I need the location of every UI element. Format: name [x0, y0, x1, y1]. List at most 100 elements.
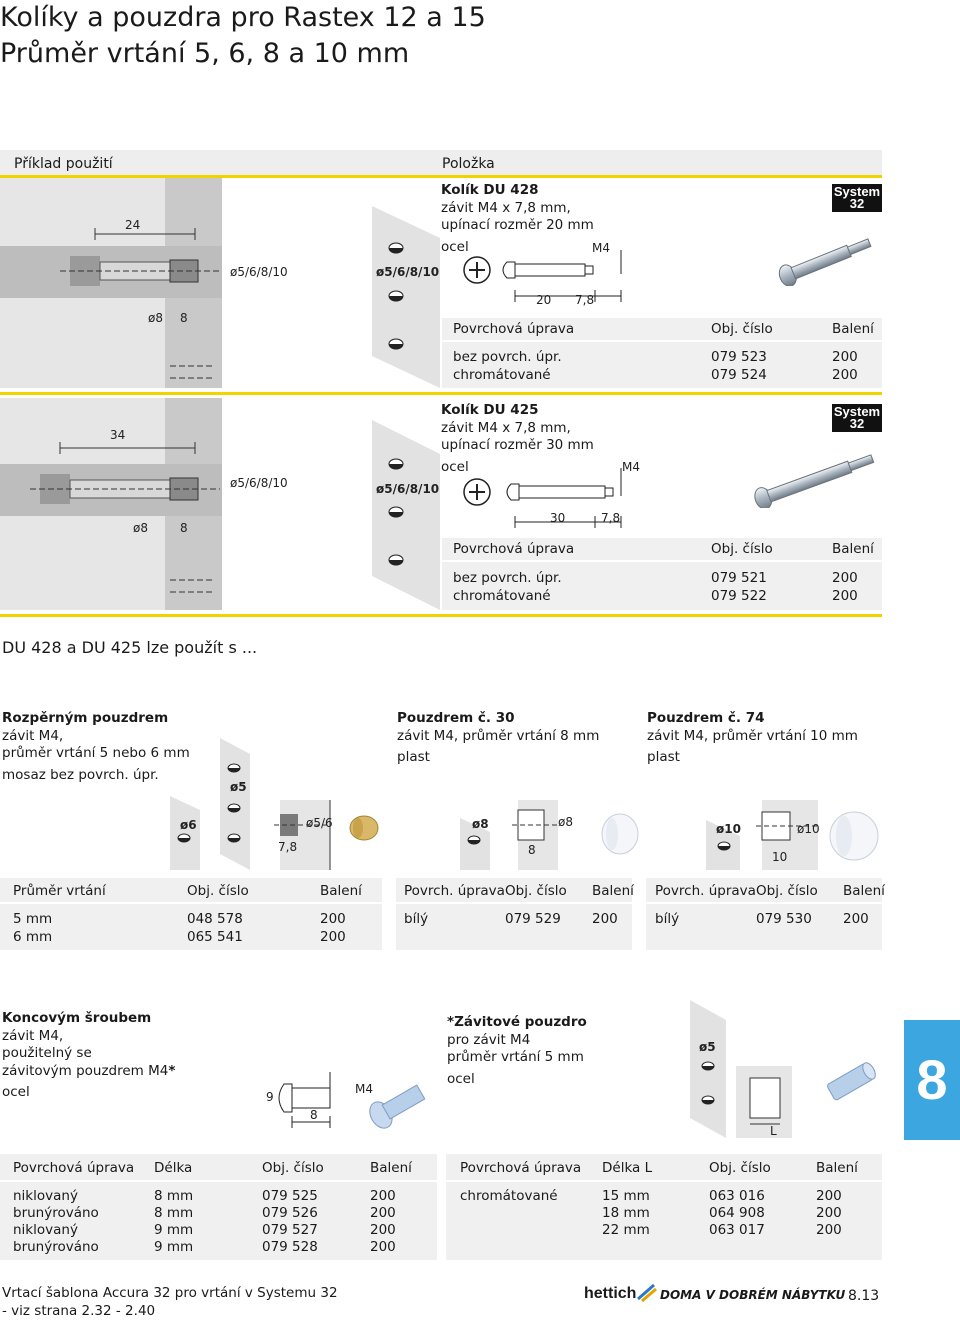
- spread-sleeve-text: Rozpěrným pouzdrem závit M4, průměr vrtá…: [2, 710, 190, 784]
- sleeve74-drawing: [706, 800, 879, 870]
- end-screw-desc2: použitelný se: [2, 1045, 92, 1061]
- table-cell: 200: [370, 1188, 396, 1204]
- du428-dim-m4: M4: [592, 241, 610, 255]
- du425-dim-dia-bold: ø5/6/8/10: [376, 482, 440, 496]
- footer-slogan: DOMA V DOBRÉM NÁBYTKU: [660, 1288, 846, 1302]
- table-cell: 048 578: [187, 911, 243, 927]
- table-cell: 5 mm: [13, 911, 53, 927]
- end-screw-star: *: [168, 1062, 176, 1079]
- sleeve74-material: plast: [647, 749, 680, 765]
- du428-photo: [778, 238, 872, 286]
- sleeve30-drawing: [460, 800, 639, 870]
- table-cell: 9 mm: [154, 1222, 194, 1238]
- end-screw-table: Povrchová úprava Délka Obj. číslo Balení…: [0, 1154, 437, 1260]
- du428-dim-d8: ø8: [148, 311, 163, 325]
- du428-material: ocel: [441, 238, 469, 255]
- footer-note: Vrtací šablona Accura 32 pro vrtání v Sy…: [2, 1285, 338, 1320]
- spread-dim-d6: ø6: [180, 818, 197, 832]
- hettich-logo-mark: [637, 1283, 657, 1303]
- thread-sleeve-table: Povrchová úprava Délka L Obj. číslo Bale…: [446, 1154, 882, 1260]
- sleeve74-text: Pouzdrem č. 74 závit M4, průměr vrtání 1…: [647, 710, 858, 767]
- table-cell: 079 530: [756, 911, 812, 927]
- thread-sleeve-drawing: [690, 1000, 876, 1138]
- du425-name: Kolík DU 425: [441, 402, 539, 418]
- sleeve74-table: Povrch. úprava Obj. číslo Balení bílý 07…: [646, 878, 885, 950]
- du428-dim-length: 20: [536, 293, 552, 307]
- sleeve30-desc: závit M4, průměr vrtání 8 mm: [397, 727, 600, 744]
- du425-dim-dia: ø5/6/8/10: [230, 476, 288, 490]
- table-cell: 063 016: [709, 1188, 765, 1204]
- example-label: Příklad použití: [14, 156, 113, 172]
- product-du428: 24 ø5/6/8/10 ø5/6/8/10 ø8 8 Kolík DU 428…: [0, 178, 882, 388]
- du428-table: Povrchová úprava Obj. číslo Balení bez p…: [442, 318, 882, 388]
- table-cell: niklovaný: [13, 1188, 78, 1204]
- sleeve30-dim-len: 8: [528, 843, 536, 857]
- spread-dim-d5: ø5: [230, 780, 247, 794]
- table-cell: 079 529: [505, 911, 561, 927]
- item-label: Položka: [442, 156, 495, 172]
- table-cell: 200: [320, 929, 346, 945]
- table-cell: 200: [370, 1222, 396, 1238]
- chapter-tab: 8: [904, 1020, 960, 1140]
- spread-table: Průměr vrtání Obj. číslo Balení 5 mm 048…: [0, 878, 382, 950]
- table-cell: 200: [816, 1188, 842, 1204]
- sleeve74-dim-d10: ø10: [716, 822, 741, 836]
- col-header-pack: Balení: [370, 1160, 412, 1176]
- col-header-finish: Povrchová úprava: [453, 541, 575, 557]
- col-header-pack: Balení: [832, 541, 874, 557]
- table-cell: 6 mm: [13, 929, 53, 945]
- sleeve30-title: Pouzdrem č. 30: [397, 710, 515, 726]
- col-header-finish: Povrch. úprava: [655, 883, 756, 899]
- thread-sleeve-material: ocel: [447, 1070, 475, 1087]
- hettich-logo: hettich: [584, 1285, 637, 1302]
- system32-logo: System 32: [832, 404, 882, 432]
- table-cell: 200: [816, 1205, 842, 1221]
- du428-desc1: závit M4 x 7,8 mm,: [441, 199, 571, 216]
- col-header-pack: Balení: [592, 883, 634, 899]
- thread-sleeve-dim-l: L: [770, 1124, 777, 1138]
- du428-dim-thread: 7,8: [575, 293, 595, 307]
- du428-dim-width: 24: [125, 218, 141, 232]
- table-cell: 079 522: [711, 588, 767, 604]
- table-cell: bez povrch. úpr.: [453, 349, 562, 365]
- table-cell: 200: [370, 1239, 396, 1255]
- col-header-pack: Balení: [832, 321, 874, 337]
- du428-desc2: upínací rozměr 20 mm: [441, 217, 594, 233]
- thread-sleeve-desc1: pro závit M4: [447, 1031, 531, 1048]
- table-cell: 079 528: [262, 1239, 318, 1255]
- end-screw-drawing: [278, 1072, 426, 1129]
- end-screw-title: Koncovým šroubem: [2, 1010, 152, 1026]
- table-cell: 9 mm: [154, 1239, 194, 1255]
- table-cell: 200: [320, 911, 346, 927]
- col-header-order: Obj. číslo: [756, 883, 818, 899]
- table-cell: brunýrováno: [13, 1205, 99, 1221]
- du425-dim-8: 8: [180, 521, 188, 535]
- col-header-pack: Balení: [320, 883, 362, 899]
- col-header-length: Délka: [154, 1160, 193, 1176]
- footer-note2: - viz strana 2.32 - 2.40: [2, 1302, 156, 1319]
- sleeve30-dim-d8b: ø8: [558, 815, 573, 829]
- du428-part-drawing: [463, 250, 622, 302]
- thread-sleeve-star: *: [447, 1014, 455, 1030]
- sleeve30-text: Pouzdrem č. 30 závit M4, průměr vrtání 8…: [397, 710, 599, 767]
- du428-dim-8: 8: [180, 311, 188, 325]
- col-header-order: Obj. číslo: [505, 883, 567, 899]
- table-cell: chromátované: [453, 367, 551, 383]
- thread-sleeve-dim-d5: ø5: [699, 1040, 716, 1054]
- table-cell: 079 523: [711, 349, 767, 365]
- col-header-pack: Balení: [843, 883, 885, 899]
- table-cell: 8 mm: [154, 1188, 194, 1204]
- section-separator: [0, 614, 882, 617]
- table-cell: 063 017: [709, 1222, 765, 1238]
- end-screw-dim-m4: M4: [355, 1082, 373, 1096]
- product-du425: 34 ø5/6/8/10 ø5/6/8/10 ø8 8 Kolík DU 425…: [0, 398, 882, 610]
- table-cell: chromátované: [460, 1188, 558, 1204]
- table-cell: 200: [370, 1205, 396, 1221]
- end-screw-dim-h: 9: [266, 1090, 274, 1104]
- du425-desc1: závit M4 x 7,8 mm,: [441, 419, 571, 436]
- du428-name: Kolík DU 428: [441, 182, 539, 198]
- table-cell: 065 541: [187, 929, 243, 945]
- end-screw-dim-len: 8: [310, 1108, 318, 1122]
- du425-part-drawing: [463, 468, 622, 528]
- du425-dim-length: 30: [550, 511, 566, 525]
